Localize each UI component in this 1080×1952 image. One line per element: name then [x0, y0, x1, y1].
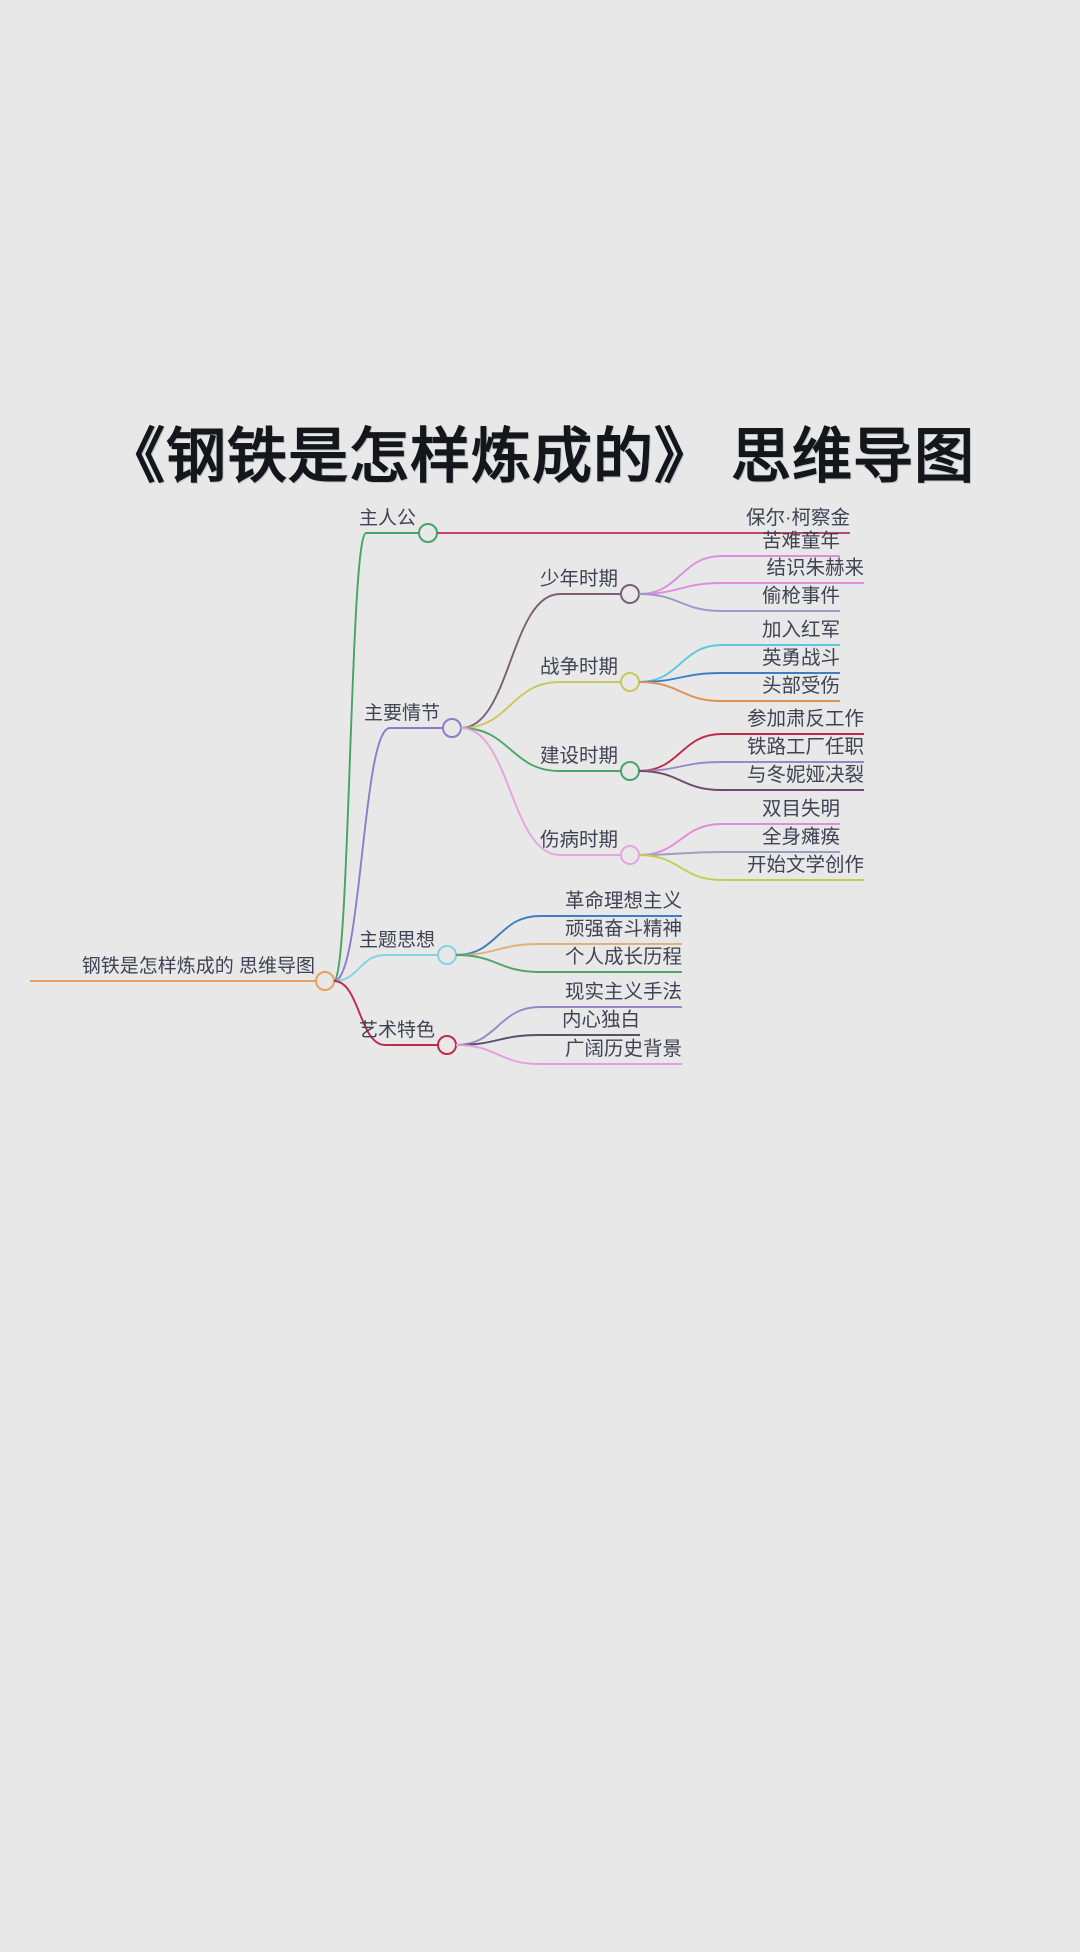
- sub-label-1-0: 少年时期: [540, 568, 618, 590]
- branch-label-3: 艺术特色: [359, 1019, 435, 1041]
- leaf-connector-1-1-2: [638, 681, 723, 702]
- leaf-label-3-0: 现实主义手法: [565, 981, 682, 1003]
- leaf-connector-1-1-1: [638, 672, 723, 683]
- branch-connector-3: [333, 980, 386, 1046]
- leaf-label-3-2: 广阔历史背景: [565, 1038, 682, 1060]
- root-label: 钢铁是怎样炼成的 思维导图: [82, 955, 315, 977]
- leaf-label-0-0: 保尔·柯察金: [746, 507, 850, 529]
- leaf-connector-1-0-2: [638, 593, 723, 612]
- sub-label-1-2: 建设时期: [540, 745, 618, 767]
- leaf-connector-1-3-0: [638, 823, 723, 856]
- branch-label-1: 主要情节: [364, 702, 440, 724]
- leaf-label-1-1-1: 英勇战斗: [762, 647, 840, 669]
- sub-connector-1-1: [460, 681, 561, 729]
- sub-label-1-1: 战争时期: [540, 656, 618, 678]
- leaf-label-1-2-2: 与冬妮娅决裂: [747, 764, 864, 786]
- page-title: 《钢铁是怎样炼成的》 思维导图: [105, 424, 975, 490]
- branch-node-3[interactable]: [437, 1035, 457, 1055]
- leaf-connector-3-0: [455, 1006, 541, 1046]
- leaf-label-1-0-1: 结识朱赫来: [766, 557, 864, 579]
- leaf-connector-2-0: [455, 915, 541, 956]
- branch-node-1[interactable]: [442, 718, 462, 738]
- sub-connector-1-0: [460, 593, 561, 729]
- root-node[interactable]: [315, 971, 335, 991]
- sub-connector-1-3: [460, 727, 561, 856]
- leaf-label-1-0-2: 偷枪事件: [762, 585, 840, 607]
- branch-label-0: 主人公: [359, 507, 416, 529]
- leaf-label-2-0: 革命理想主义: [565, 890, 682, 912]
- leaf-label-1-3-2: 开始文学创作: [747, 854, 864, 876]
- leaf-connector-1-3-2: [638, 854, 723, 881]
- branch-connector-0: [333, 532, 367, 982]
- leaf-connector-1-2-1: [638, 761, 723, 772]
- leaf-label-1-1-2: 头部受伤: [762, 675, 840, 697]
- branch-connector-1: [333, 727, 391, 982]
- leaf-label-1-3-1: 全身瘫痪: [762, 826, 840, 848]
- sub-node-1-3[interactable]: [620, 845, 640, 865]
- leaf-label-1-1-0: 加入红军: [762, 619, 840, 641]
- leaf-label-1-2-0: 参加肃反工作: [747, 708, 864, 730]
- sub-node-1-0[interactable]: [620, 584, 640, 604]
- leaf-label-2-2: 个人成长历程: [565, 946, 682, 968]
- branch-node-2[interactable]: [437, 945, 457, 965]
- leaf-label-1-0-0: 苦难童年: [762, 530, 840, 552]
- sub-connector-1-2: [460, 727, 561, 772]
- leaf-connector-3-2: [455, 1044, 541, 1065]
- leaf-label-2-1: 顽强奋斗精神: [565, 918, 682, 940]
- leaf-connector-1-2-0: [638, 733, 723, 772]
- branch-connector-2: [333, 954, 386, 982]
- sub-node-1-1[interactable]: [620, 672, 640, 692]
- sub-label-1-3: 伤病时期: [540, 829, 618, 851]
- leaf-label-3-1: 内心独白: [562, 1009, 640, 1031]
- sub-node-1-2[interactable]: [620, 761, 640, 781]
- branch-node-0[interactable]: [418, 523, 438, 543]
- leaf-connector-1-1-0: [638, 644, 723, 683]
- leaf-connector-1-2-2: [638, 770, 723, 791]
- branch-label-2: 主题思想: [359, 929, 435, 951]
- leaf-label-1-2-1: 铁路工厂任职: [747, 736, 864, 758]
- leaf-connector-2-2: [455, 954, 541, 973]
- leaf-label-1-3-0: 双目失明: [762, 798, 840, 820]
